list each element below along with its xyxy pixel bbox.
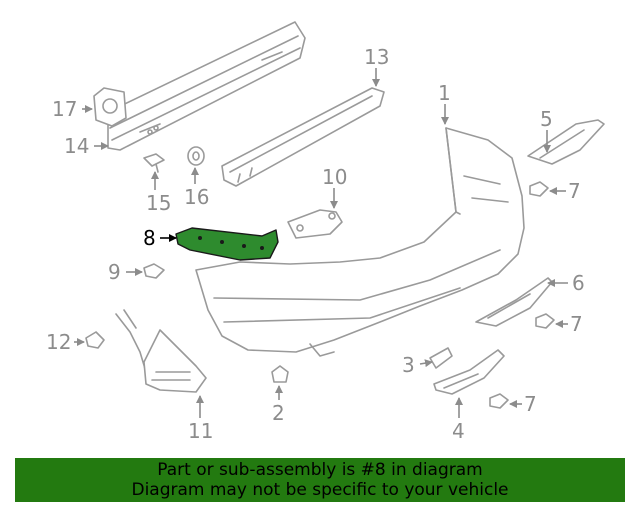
part-14-reinforcement-beam bbox=[107, 21, 306, 151]
callout-16: 16 bbox=[184, 185, 209, 209]
callout-17: 17 bbox=[52, 97, 77, 121]
callout-12: 12 bbox=[46, 330, 71, 354]
part-17-bracket bbox=[93, 87, 127, 127]
part-9-screw bbox=[143, 263, 165, 279]
callout-8: 8 bbox=[143, 226, 156, 250]
callout-7-c: 7 bbox=[524, 392, 537, 416]
banner-line-2: Diagram may not be specific to your vehi… bbox=[131, 480, 509, 500]
callout-4: 4 bbox=[452, 419, 465, 443]
callout-1: 1 bbox=[438, 81, 451, 105]
part-1-bumper-cover bbox=[195, 127, 525, 357]
part-7-fastener-b bbox=[535, 313, 555, 329]
part-5-upper-bracket bbox=[527, 119, 605, 165]
parts-diagram: 1 2 3 4 5 6 7 7 7 8 9 10 11 12 13 14 15 … bbox=[46, 21, 605, 443]
part-3-reflector bbox=[429, 347, 453, 369]
callout-10: 10 bbox=[322, 165, 347, 189]
part-7-fastener-a bbox=[529, 181, 549, 197]
part-7-fastener-c bbox=[489, 393, 509, 409]
callout-11: 11 bbox=[188, 419, 213, 443]
part-4-corner-bracket bbox=[433, 349, 505, 395]
callout-15: 15 bbox=[146, 191, 171, 215]
callout-3: 3 bbox=[402, 353, 415, 377]
part-8-highlighted-bracket bbox=[175, 227, 279, 261]
part-12-push-clip bbox=[85, 331, 105, 349]
callout-13: 13 bbox=[364, 45, 389, 69]
callout-2: 2 bbox=[272, 401, 285, 425]
callout-9: 9 bbox=[108, 260, 121, 284]
part-16-clip bbox=[187, 146, 205, 166]
part-2-clip bbox=[271, 365, 289, 383]
callout-7-b: 7 bbox=[570, 312, 583, 336]
banner-line-1: Part or sub-assembly is #8 in diagram bbox=[157, 460, 483, 480]
part-11-lower-bracket bbox=[115, 309, 207, 393]
leader-lines bbox=[74, 68, 568, 418]
callout-5: 5 bbox=[540, 107, 553, 131]
callout-6: 6 bbox=[572, 271, 585, 295]
callout-labels: 1 2 3 4 5 6 7 7 7 8 9 10 11 12 13 14 15 … bbox=[46, 45, 585, 443]
part-13-absorber bbox=[221, 87, 385, 187]
info-banner: Part or sub-assembly is #8 in diagram Di… bbox=[15, 458, 625, 502]
callout-14: 14 bbox=[64, 134, 89, 158]
callout-7-a: 7 bbox=[568, 179, 581, 203]
part-15-bolt bbox=[143, 153, 165, 173]
part-10-side-bracket bbox=[287, 209, 343, 239]
